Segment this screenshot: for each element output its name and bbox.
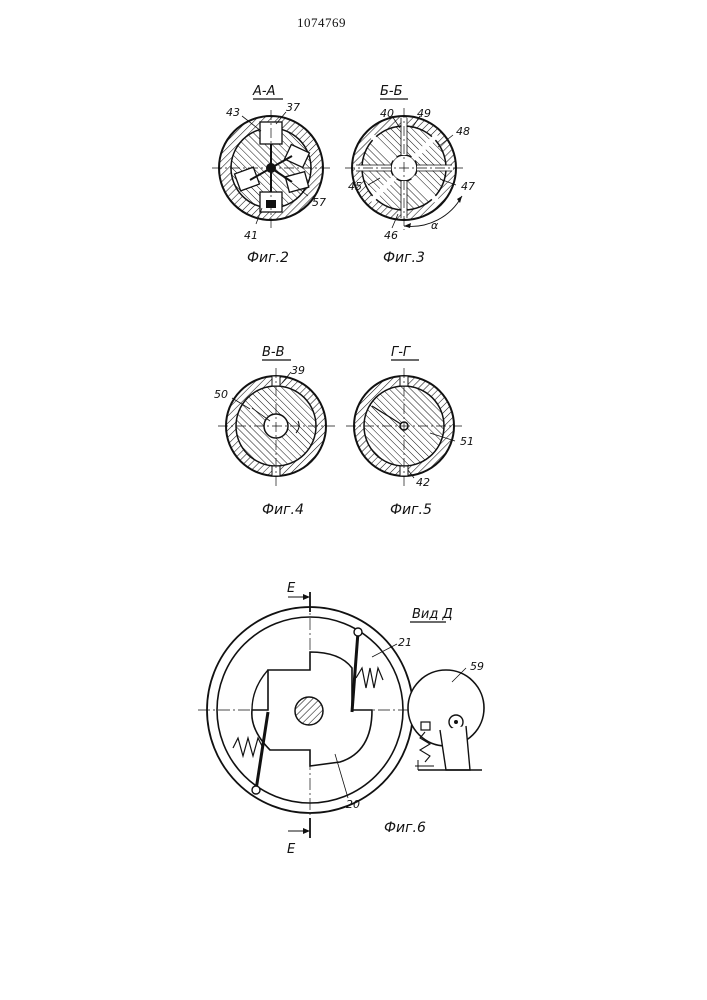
- fig2-callout-37: 37: [286, 101, 300, 114]
- fig5-callout-42: 42: [416, 476, 430, 489]
- fig6-view-title: Вид Д: [412, 607, 453, 622]
- fig6-cut-mark-bottom: Е: [287, 818, 310, 857]
- fig6-caption: Фиг.6: [384, 820, 426, 836]
- fig3-callout-49: 49: [417, 107, 431, 120]
- fig3-callout-46: 46: [384, 229, 398, 242]
- fig3-angle-alpha: α: [431, 219, 439, 232]
- fig2-section-title: А-А: [252, 84, 275, 99]
- fig5-callout-51: 51: [460, 435, 474, 448]
- fig3-section-title: Б-Б: [380, 84, 403, 99]
- fig6-mechanism: [198, 598, 484, 822]
- fig3-callout-48: 48: [456, 125, 470, 138]
- figure-3: Б-Б: [345, 84, 475, 266]
- fig4-callout-39: 39: [291, 364, 305, 377]
- figure-4: В-В 50 39 Фиг.4: [214, 345, 335, 518]
- fig6-cut-label-top: Е: [287, 581, 296, 596]
- fig2-callout-43: 43: [226, 106, 240, 119]
- fig5-caption: Фиг.5: [390, 502, 432, 518]
- fig4-caption: Фиг.4: [262, 502, 304, 518]
- figure-6: Вид Д Е Е: [198, 581, 484, 857]
- fig2-callout-41: 41: [244, 229, 258, 242]
- fig6-cut-label-bottom: Е: [287, 842, 296, 857]
- fig2-callout-57: 57: [312, 196, 326, 209]
- fig2-cross-section: [212, 110, 330, 228]
- figure-5: Г-Г 51 42 Фиг.5: [346, 345, 474, 518]
- fig3-callout-40: 40: [380, 107, 394, 120]
- fig6-callout-20: 20: [346, 798, 360, 811]
- fig3-caption: Фиг.3: [383, 250, 425, 266]
- fig2-caption: Фиг.2: [247, 250, 289, 266]
- fig6-callout-21: 21: [398, 636, 412, 649]
- fig4-cross-section: [218, 368, 335, 486]
- fig3-callout-45: 45: [348, 180, 362, 193]
- fig4-callout-50: 50: [214, 388, 228, 401]
- fig5-section-title: Г-Г: [391, 345, 412, 360]
- fig3-callout-47: 47: [461, 180, 475, 193]
- fig5-cross-section: [346, 368, 462, 486]
- figure-2: А-А: [212, 84, 330, 266]
- fig6-callout-59: 59: [470, 660, 484, 673]
- fig4-section-title: В-В: [262, 345, 285, 360]
- fig3-cross-section: [345, 108, 466, 230]
